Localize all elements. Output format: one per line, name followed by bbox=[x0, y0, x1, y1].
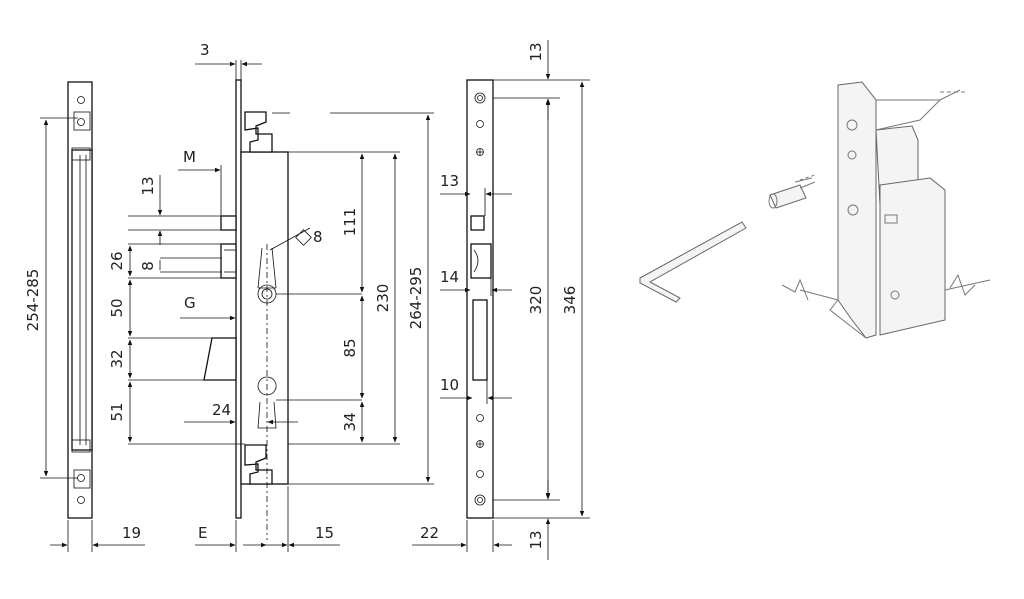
strike-depth-dim: 19 bbox=[122, 524, 141, 542]
screw-icon bbox=[768, 174, 816, 209]
label-e: E bbox=[198, 524, 207, 542]
faceplate-13-dim: 13 bbox=[440, 172, 459, 190]
dim-50: 50 bbox=[108, 298, 126, 317]
square-8-dim: 8 bbox=[313, 228, 323, 246]
dim-13-top: 13 bbox=[527, 42, 545, 61]
faceplate-front-view: 13 14 10 22 13 320 13 346 bbox=[412, 40, 590, 560]
dim-32: 32 bbox=[108, 349, 126, 368]
dim-13-bottom: 13 bbox=[527, 530, 545, 549]
dim-26: 26 bbox=[108, 251, 126, 270]
faceplate-22-dim: 22 bbox=[420, 524, 439, 542]
faceplate-14-dim: 14 bbox=[440, 268, 459, 286]
dim-34: 34 bbox=[341, 412, 359, 431]
dim-230: 230 bbox=[374, 284, 392, 313]
plate-thickness-dim: 3 bbox=[200, 41, 210, 59]
label-g: G bbox=[184, 294, 196, 312]
label-m: M bbox=[183, 148, 196, 166]
dim-85: 85 bbox=[341, 338, 359, 357]
lock-side-view: 3 M 13 26 8 50 G 32 51 bbox=[108, 41, 434, 552]
dim-320: 320 bbox=[527, 286, 545, 315]
dim-111: 111 bbox=[341, 208, 359, 237]
strike-plate-view: 254-285 19 bbox=[24, 81, 145, 552]
dim-24: 24 bbox=[212, 401, 231, 419]
dim-13-left: 13 bbox=[139, 176, 157, 195]
strike-height-dim: 254-285 bbox=[24, 269, 42, 332]
dim-15: 15 bbox=[315, 524, 334, 542]
lock-height-dim: 264-295 bbox=[407, 267, 425, 330]
dim-51: 51 bbox=[108, 402, 126, 421]
hex-key-icon bbox=[639, 221, 747, 303]
dim-346: 346 bbox=[561, 286, 579, 315]
faceplate-10-dim: 10 bbox=[440, 376, 459, 394]
door-frame-icon bbox=[781, 81, 991, 339]
dim-8-left: 8 bbox=[139, 261, 157, 271]
